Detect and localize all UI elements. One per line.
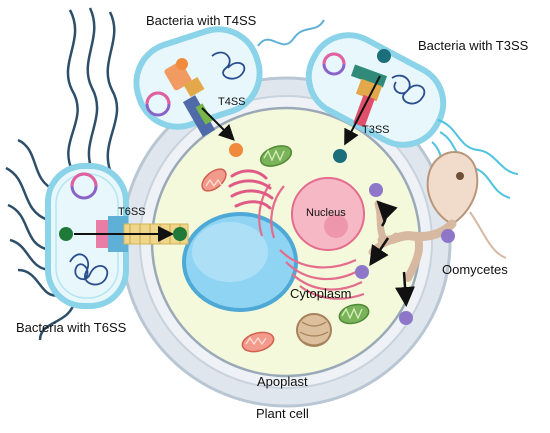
t6ss-plasmid (70, 172, 98, 200)
t6ss-effector-start (59, 227, 73, 241)
label-bacteria-t6ss: Bacteria with T6SS (16, 320, 127, 335)
mitochondrion-bottom (338, 303, 370, 325)
label-plant-cell: Plant cell (256, 406, 309, 421)
label-t4ss: T4SS (218, 96, 246, 108)
oomycete-arrow-2 (395, 271, 415, 307)
oomycete-effector-2 (441, 229, 455, 243)
t4ss-effector-end (229, 143, 243, 157)
label-bacteria-t4ss: Bacteria with T4SS (146, 13, 257, 28)
golgi (228, 169, 274, 210)
label-t3ss: T3SS (362, 124, 390, 136)
t3ss-effector-start (377, 49, 391, 63)
t6ss-dna (69, 253, 109, 286)
t4ss-plasmid (145, 91, 171, 117)
t4ss-arrow (201, 107, 235, 141)
t4ss-dna (211, 51, 246, 80)
mitochondrion-top (259, 145, 293, 167)
label-apoplast: Apoplast (257, 374, 308, 389)
t3ss-dna (391, 74, 426, 105)
t3ss-effector-end (333, 149, 347, 163)
label-cytoplasm: Cytoplasm (290, 286, 352, 301)
t3ss-plasmid (322, 52, 346, 76)
label-bacteria-t3ss: Bacteria with T3SS (418, 38, 529, 53)
peroxisome (296, 313, 332, 347)
oomycete-effector-4 (399, 311, 413, 325)
t6ss-effector-end (173, 227, 187, 241)
oomycete-arrow-3 (369, 237, 390, 267)
t3ss-arrow (344, 75, 381, 146)
endoplasmic-reticulum (258, 183, 365, 300)
vacuole-highlight (192, 222, 268, 282)
chloroplast-bottom (241, 331, 275, 353)
label-nucleus: Nucleus (306, 207, 346, 219)
nucleolus (324, 214, 348, 238)
oomycete-effector-1 (369, 183, 383, 197)
label-t6ss: T6SS (118, 206, 146, 218)
label-oomycetes: Oomycetes (442, 262, 508, 277)
chloroplast-left (201, 168, 227, 192)
t4ss-effector-start (176, 58, 188, 70)
oomycete-effector-3 (355, 265, 369, 279)
oomycete-arrow-1 (376, 200, 398, 227)
t4ss-flagellum (257, 19, 325, 47)
